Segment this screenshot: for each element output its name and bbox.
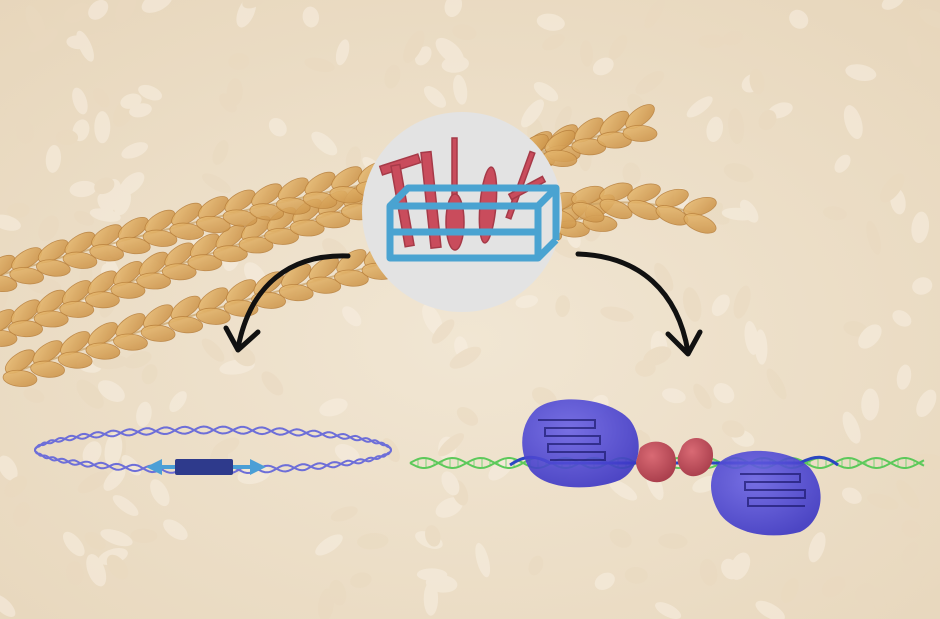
nuclease-domain-left [522, 399, 639, 488]
curved-arrow-right-icon [575, 251, 703, 357]
plasmid-vector-icon [34, 425, 392, 475]
plasmid-insert-cassette [146, 459, 266, 475]
plasmid-dna-loop [34, 425, 392, 475]
nuclease-cleavage-core [636, 437, 714, 483]
curved-arrow-left-icon [223, 253, 351, 353]
toolbox-icon [362, 112, 562, 312]
dna-binding-nuclease-dimer-icon [409, 399, 925, 536]
nuclease-domain-right [711, 450, 821, 536]
